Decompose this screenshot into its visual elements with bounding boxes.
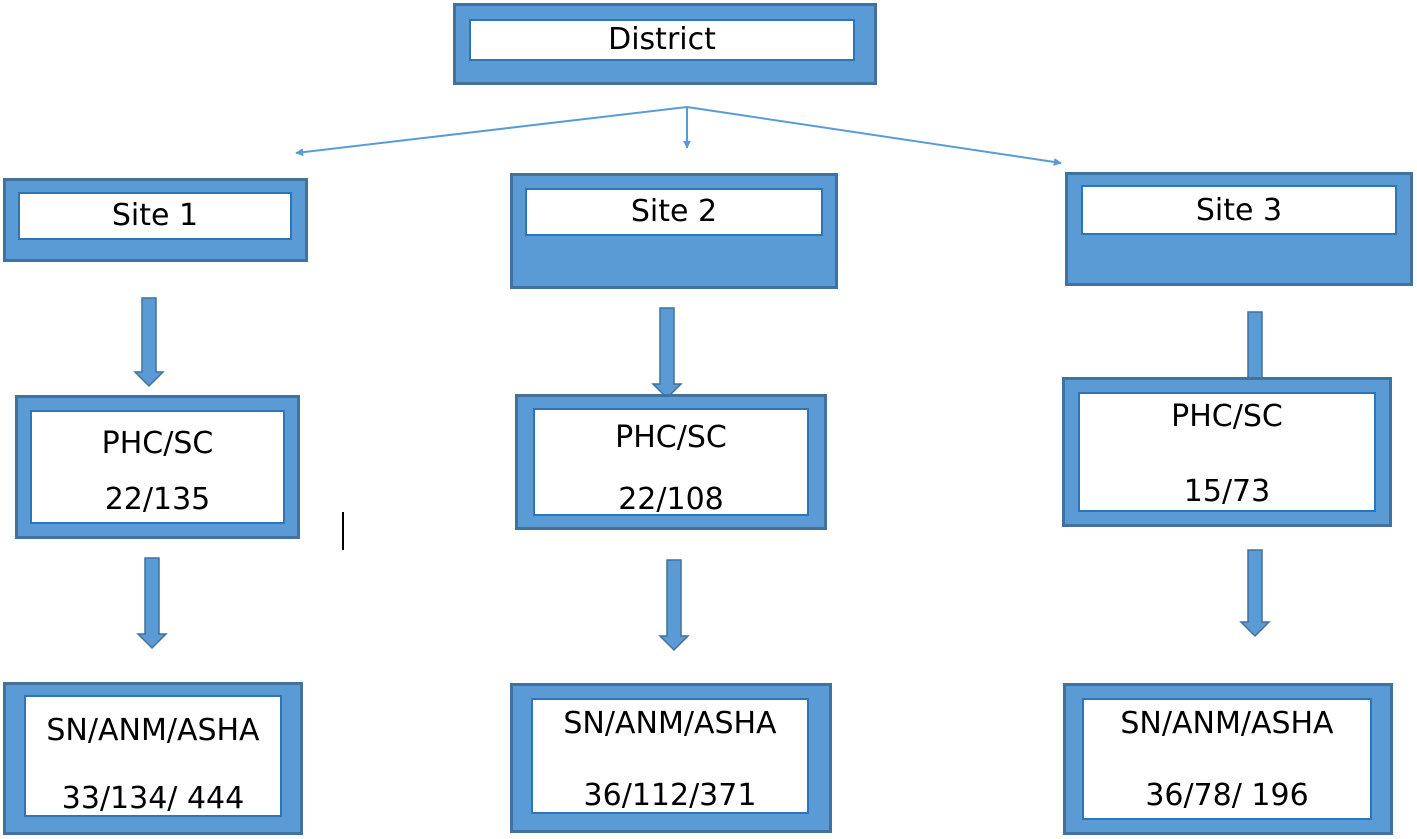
site2-node: Site 2	[510, 173, 838, 289]
site1-label: Site 1	[111, 198, 199, 233]
arrow-site2-staff	[658, 559, 690, 652]
site3-label-box: Site 3	[1081, 185, 1397, 235]
arrow-site1-staff	[136, 557, 168, 650]
arrow-site3-staff	[1239, 549, 1271, 638]
arrow-district-site3	[686, 106, 1062, 166]
site2-label: Site 2	[630, 194, 718, 229]
site2-staff-box: SN/ANM/ASHA 36/112/371	[531, 698, 809, 814]
site2-facility-label: PHC/SC	[615, 420, 727, 455]
site3-facility-node: PHC/SC 15/73	[1062, 377, 1392, 527]
site3-facility-count: 15/73	[1183, 474, 1271, 509]
site1-staff-box: SN/ANM/ASHA 33/134/ 444	[24, 695, 282, 817]
site3-facility-box: PHC/SC 15/73	[1078, 392, 1376, 512]
site1-staff-label: SN/ANM/ASHA	[46, 713, 260, 748]
site3-staff-label: SN/ANM/ASHA	[1120, 706, 1334, 741]
site2-label-box: Site 2	[525, 188, 823, 236]
district-label-box: District	[469, 19, 855, 61]
site1-label-box: Site 1	[18, 192, 292, 240]
arrow-site2-phc	[651, 307, 683, 400]
site1-staff-node: SN/ANM/ASHA 33/134/ 444	[3, 682, 303, 835]
site2-staff-node: SN/ANM/ASHA 36/112/371	[510, 683, 832, 833]
site2-facility-box: PHC/SC 22/108	[533, 408, 809, 517]
site3-staff-count: 36/78/ 196	[1145, 778, 1309, 813]
district-label: District	[608, 22, 716, 57]
site3-node: Site 3	[1065, 172, 1413, 286]
site3-label: Site 3	[1195, 193, 1283, 228]
arrow-site1-phc	[133, 297, 165, 388]
site2-facility-node: PHC/SC 22/108	[515, 394, 827, 530]
site3-facility-label: PHC/SC	[1171, 399, 1283, 434]
district-node: District	[453, 3, 877, 85]
site1-facility-node: PHC/SC 22/135	[15, 395, 300, 539]
site1-facility-count: 22/135	[104, 482, 211, 517]
site3-staff-box: SN/ANM/ASHA 36/78/ 196	[1082, 698, 1372, 820]
site2-staff-label: SN/ANM/ASHA	[563, 706, 777, 741]
site2-facility-count: 22/108	[618, 482, 724, 517]
site1-facility-label: PHC/SC	[101, 426, 214, 461]
arrow-district-site1	[295, 106, 688, 157]
site2-staff-count: 36/112/371	[583, 778, 757, 813]
site1-staff-count: 33/134/ 444	[61, 781, 245, 816]
site1-node: Site 1	[3, 178, 308, 262]
site1-facility-box: PHC/SC 22/135	[30, 410, 285, 524]
site3-staff-node: SN/ANM/ASHA 36/78/ 196	[1063, 683, 1393, 835]
